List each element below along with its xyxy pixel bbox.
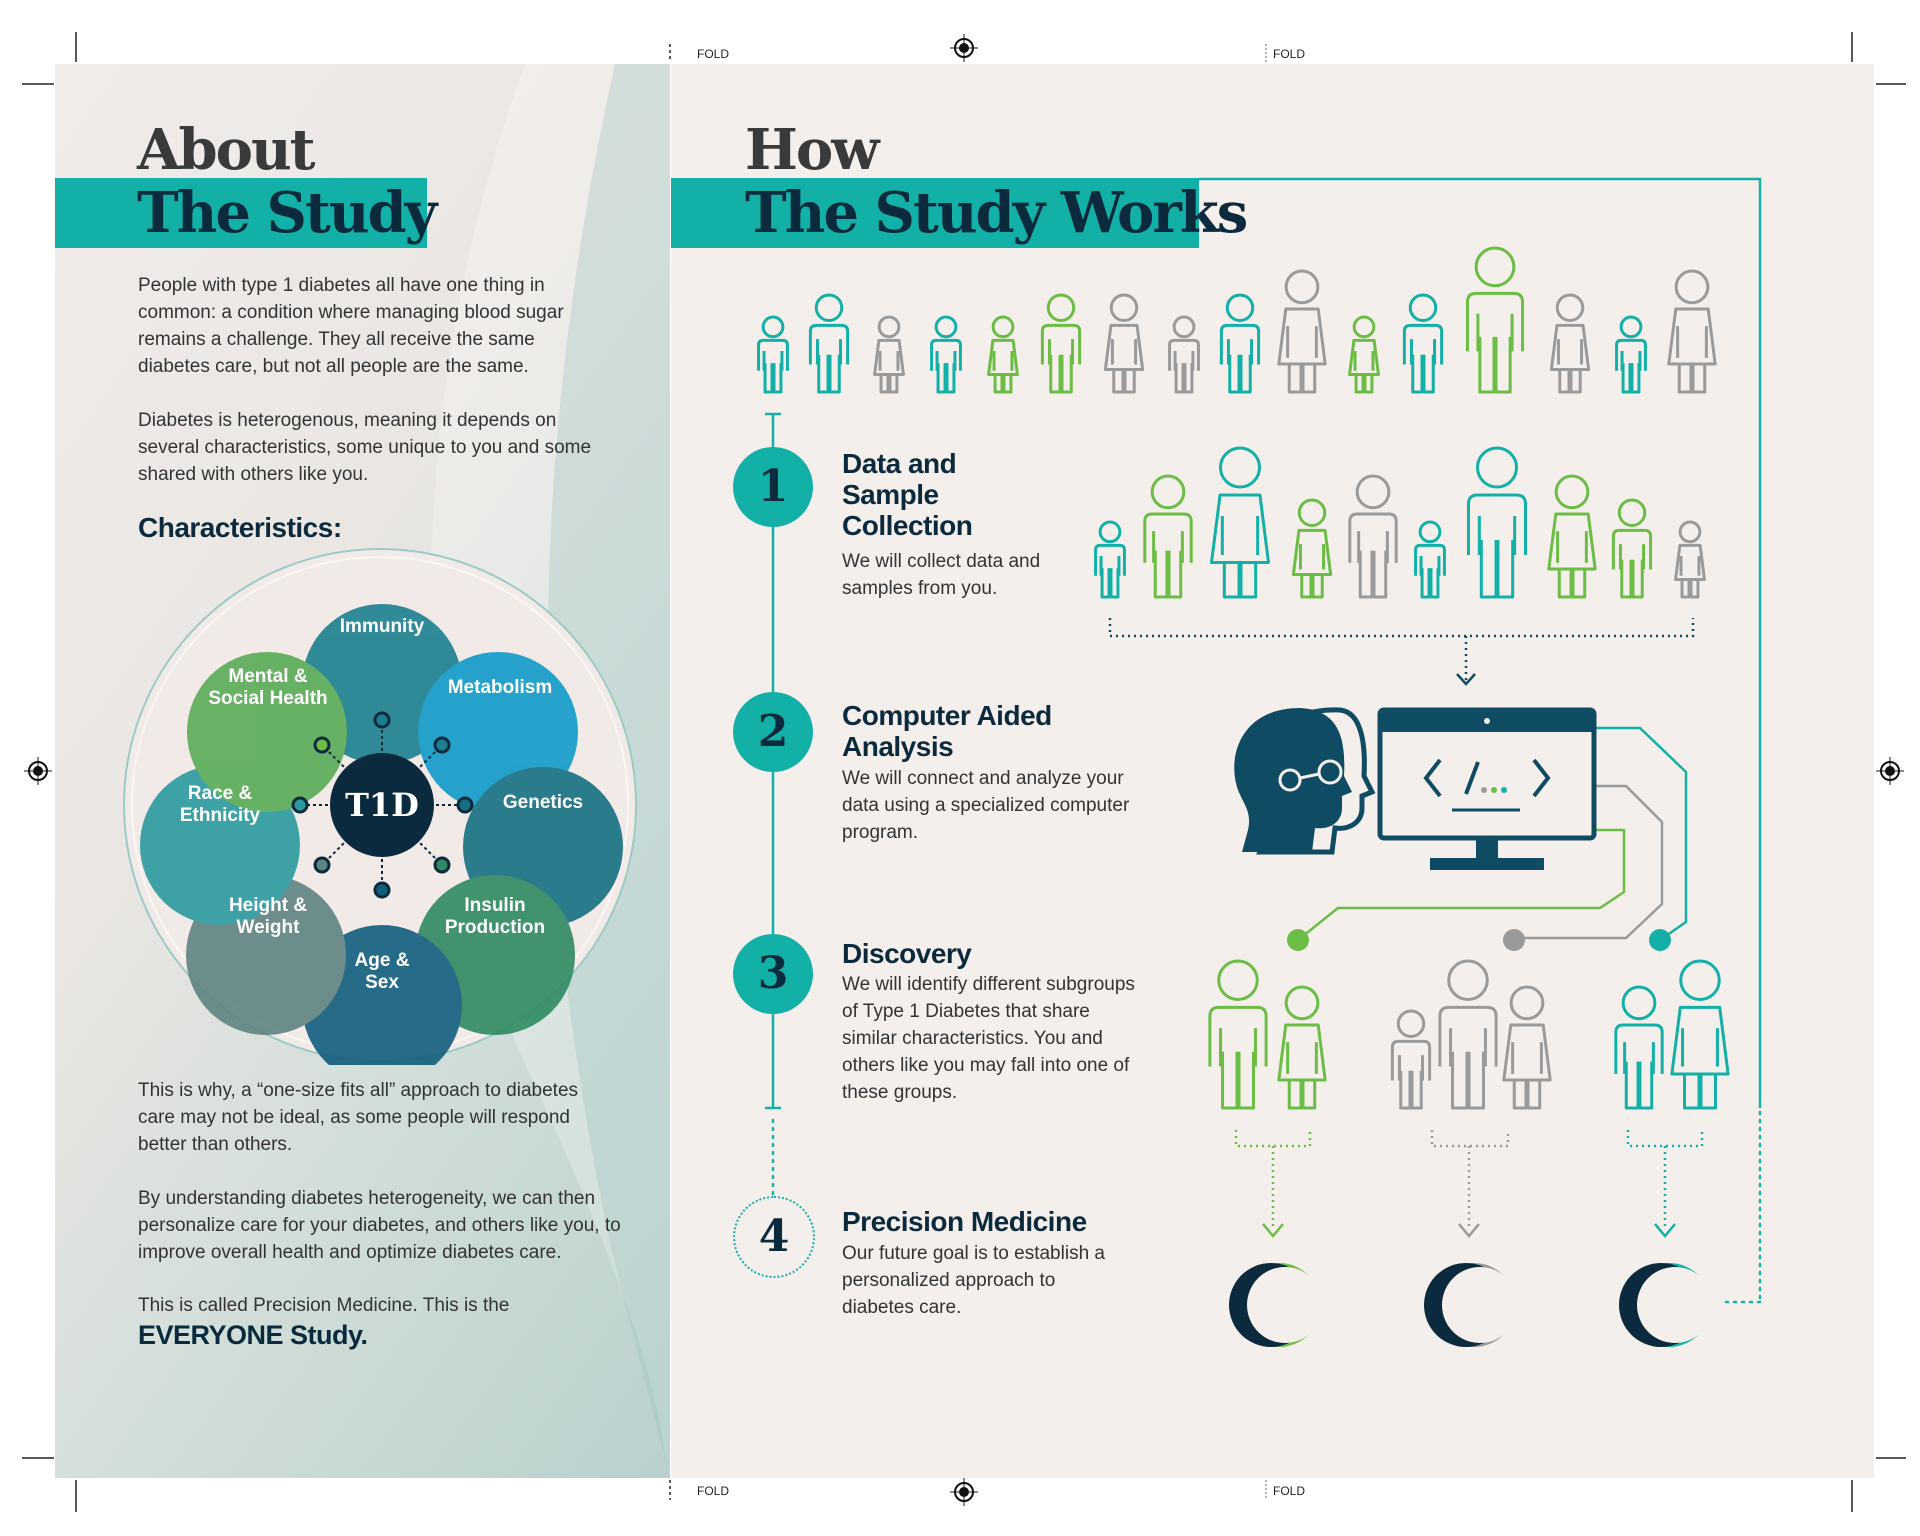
person-icon — [1277, 269, 1327, 394]
person-icon — [1277, 985, 1327, 1110]
fold-label: FOLD — [1273, 1484, 1306, 1498]
person-icon — [1348, 315, 1380, 394]
registration-mark-icon — [950, 34, 978, 62]
step-number-3: 3 — [733, 934, 813, 1014]
person-icon — [1143, 474, 1193, 599]
step-number-2: 2 — [733, 692, 813, 772]
characteristics-diagram: T1D Immunity Metabolism Genetics Insulin… — [120, 545, 640, 1065]
person-icon — [1168, 315, 1200, 394]
about-title-line2: The Study — [137, 180, 437, 246]
registration-mark-icon — [950, 1478, 978, 1506]
step-description: Our future goal is to establish a person… — [842, 1243, 1105, 1318]
person-icon — [1438, 959, 1498, 1110]
person-icon — [1094, 520, 1126, 599]
computer-analysis-illustration — [1234, 707, 1597, 870]
person-icon — [873, 315, 905, 394]
person-icon — [930, 315, 962, 394]
person-icon — [757, 315, 789, 394]
characteristic-label-race-ethnicity: Race & Ethnicity — [179, 783, 261, 826]
person-icon — [1547, 474, 1597, 599]
registration-mark-icon — [24, 757, 52, 785]
how-title-line2: The Study Works — [745, 180, 1248, 246]
person-icon — [1414, 520, 1446, 599]
person-icon — [1674, 520, 1706, 599]
about-title-line1: About — [137, 117, 316, 183]
how-title-line1: How — [745, 117, 879, 183]
person-icon — [1219, 293, 1261, 394]
person-icon — [1549, 293, 1591, 394]
fold-label: FOLD — [1273, 47, 1306, 61]
about-paragraph: People with type 1 diabetes all have one… — [138, 275, 564, 377]
person-icon — [1103, 293, 1145, 394]
person-icon — [1614, 985, 1664, 1110]
step-description: We will collect data and samples from yo… — [842, 551, 1041, 599]
how-title-band — [671, 178, 1199, 248]
step-title: Data and Sample Collection — [842, 448, 973, 541]
characteristic-label-height-weight: Height & Weight — [228, 895, 308, 938]
person-icon — [1390, 1009, 1432, 1110]
about-paragraph: This is called Precision Medicine. This … — [138, 1295, 510, 1316]
about-title-band — [55, 178, 427, 248]
person-icon — [1291, 498, 1333, 599]
green-result-icon — [1229, 1263, 1323, 1347]
person-icon — [1402, 293, 1444, 394]
characteristics-venn — [123, 548, 637, 1065]
person-icon — [1208, 959, 1268, 1110]
step-description: We will connect and analyze your data us… — [842, 768, 1130, 843]
characteristic-label-mental-social-health: Mental & Social Health — [208, 666, 328, 709]
step-title: Discovery — [842, 938, 972, 969]
characteristic-label-insulin-production: Insulin Production — [444, 895, 546, 938]
characteristic-label-immunity: Immunity — [339, 616, 425, 637]
step-number-4: 4 — [733, 1196, 815, 1278]
teal-result-icon — [1619, 1263, 1713, 1347]
person-icon — [1502, 985, 1552, 1110]
about-paragraph: Diabetes is heterogenous, meaning it dep… — [138, 410, 592, 485]
step-number-1: 1 — [733, 447, 813, 527]
step-description: We will identify different subgroups of … — [842, 974, 1135, 1103]
step-title: Computer Aided Analysis — [842, 700, 1052, 762]
characteristic-label-age-sex: Age & Sex — [354, 950, 410, 993]
registration-mark-icon — [1876, 757, 1904, 785]
person-icon — [1611, 498, 1653, 599]
characteristics-heading: Characteristics: — [138, 512, 342, 543]
person-icon — [1348, 474, 1398, 599]
gray-result-icon — [1424, 1263, 1518, 1347]
study-name: EVERYONE Study. — [138, 1320, 368, 1350]
characteristic-label-genetics: Genetics — [502, 792, 584, 813]
person-icon — [1465, 246, 1525, 394]
fold-label: FOLD — [697, 1484, 730, 1498]
person-icon — [1667, 269, 1717, 394]
characteristic-label-metabolism: Metabolism — [447, 677, 553, 698]
fold-label: FOLD — [697, 47, 730, 61]
person-icon — [1670, 959, 1730, 1110]
person-icon — [1467, 446, 1527, 599]
about-paragraph: By understanding diabetes heterogeneity,… — [138, 1188, 621, 1263]
person-icon — [808, 293, 850, 394]
t1d-center-label: T1D — [345, 786, 419, 824]
person-icon — [1615, 315, 1647, 394]
person-icon — [1210, 446, 1270, 599]
person-icon — [987, 315, 1019, 394]
about-paragraph: This is why, a “one-size fits all” appro… — [138, 1080, 579, 1155]
step-title: Precision Medicine — [842, 1206, 1087, 1237]
person-icon — [1040, 293, 1082, 394]
